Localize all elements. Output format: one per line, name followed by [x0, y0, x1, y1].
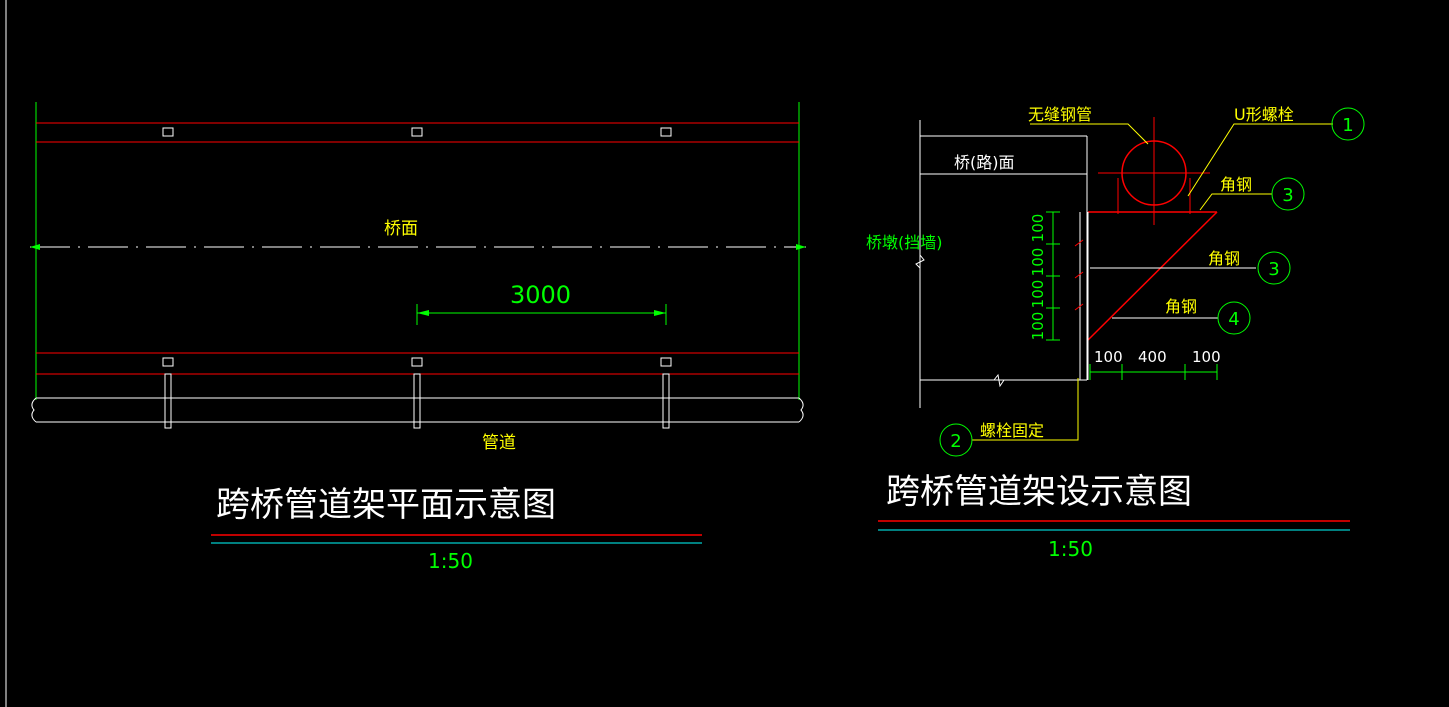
h-dim-text-3: 100 [1192, 348, 1221, 366]
section-title: 跨桥管道架设示意图 [886, 472, 1192, 512]
angle-steel-brace [1087, 211, 1218, 341]
leader-seamless-pipe [1030, 123, 1149, 145]
section-scale: 1:50 [1048, 537, 1093, 561]
leader-angle-steel-a [1199, 193, 1272, 211]
dim-arrow-left [417, 310, 429, 316]
section-view: 桥(路)面 桥墩(挡墙) 100 100 100 100 100 400 [866, 105, 1365, 561]
leader-bolt-fix [972, 378, 1079, 441]
top-bolt-marker [411, 127, 423, 137]
callout-number-2: 2 [950, 431, 961, 452]
callout-number-1: 1 [1342, 115, 1353, 136]
centerline-right-arrow [796, 244, 806, 250]
callout-circle-1 [1331, 107, 1365, 141]
callout-number-3b: 3 [1268, 259, 1279, 280]
v-dim-text-1: 100 [1029, 214, 1047, 243]
bottom-bolt-marker [411, 357, 423, 367]
pipe-label: 管道 [482, 433, 516, 453]
support-post [662, 373, 670, 429]
bottom-bolt-marker [660, 357, 672, 367]
plan-view: 桥面 3000 管道 跨桥管道架平面示意图 1:50 [30, 102, 806, 573]
weld-tick [1074, 271, 1084, 279]
centerline-left-arrow [30, 244, 40, 250]
break-mark [993, 373, 1005, 388]
bolt-fix-label: 螺栓固定 [980, 421, 1044, 440]
callout-number-3a: 3 [1282, 185, 1293, 206]
h-dim-text-2: 400 [1138, 348, 1167, 366]
support-post [164, 373, 172, 429]
top-bolt-marker [660, 127, 672, 137]
h-dim-text-1: 100 [1094, 348, 1123, 366]
support-post [413, 373, 421, 429]
angle-steel-label-a: 角钢 [1220, 175, 1252, 194]
top-bolt-marker [162, 127, 174, 137]
callout-circle-2 [939, 423, 973, 457]
callout-circle-3a [1271, 177, 1305, 211]
v-dim-text-2: 100 [1029, 248, 1047, 277]
pier-label: 桥墩(挡墙) [866, 233, 943, 252]
pipe-break-right [798, 397, 804, 423]
plan-scale: 1:50 [428, 549, 473, 573]
callout-circle-3b [1257, 251, 1291, 285]
dimension-3000-text: 3000 [510, 281, 571, 309]
dim-arrow-right [654, 310, 666, 316]
angle-steel-label-c: 角钢 [1165, 297, 1197, 316]
callout-circle-4 [1217, 301, 1251, 335]
callout-number-4: 4 [1228, 309, 1239, 330]
pier-break-mark [915, 254, 925, 269]
pipe-break-left [31, 397, 37, 423]
v-dim-text-4: 100 [1029, 312, 1047, 341]
weld-tick [1074, 239, 1084, 247]
angle-steel-label-b: 角钢 [1208, 249, 1240, 268]
u-bolt-label: U形螺栓 [1234, 105, 1294, 124]
leader-u-bolt [1187, 123, 1333, 197]
v-dim-text-3: 100 [1029, 280, 1047, 309]
bottom-bolt-marker [162, 357, 174, 367]
plan-title: 跨桥管道架平面示意图 [216, 485, 556, 525]
bridge-deck-label: 桥面 [384, 219, 418, 239]
weld-tick [1074, 303, 1084, 311]
bridge-surface-label: 桥(路)面 [954, 153, 1015, 172]
seamless-pipe-label: 无缝钢管 [1028, 105, 1092, 124]
